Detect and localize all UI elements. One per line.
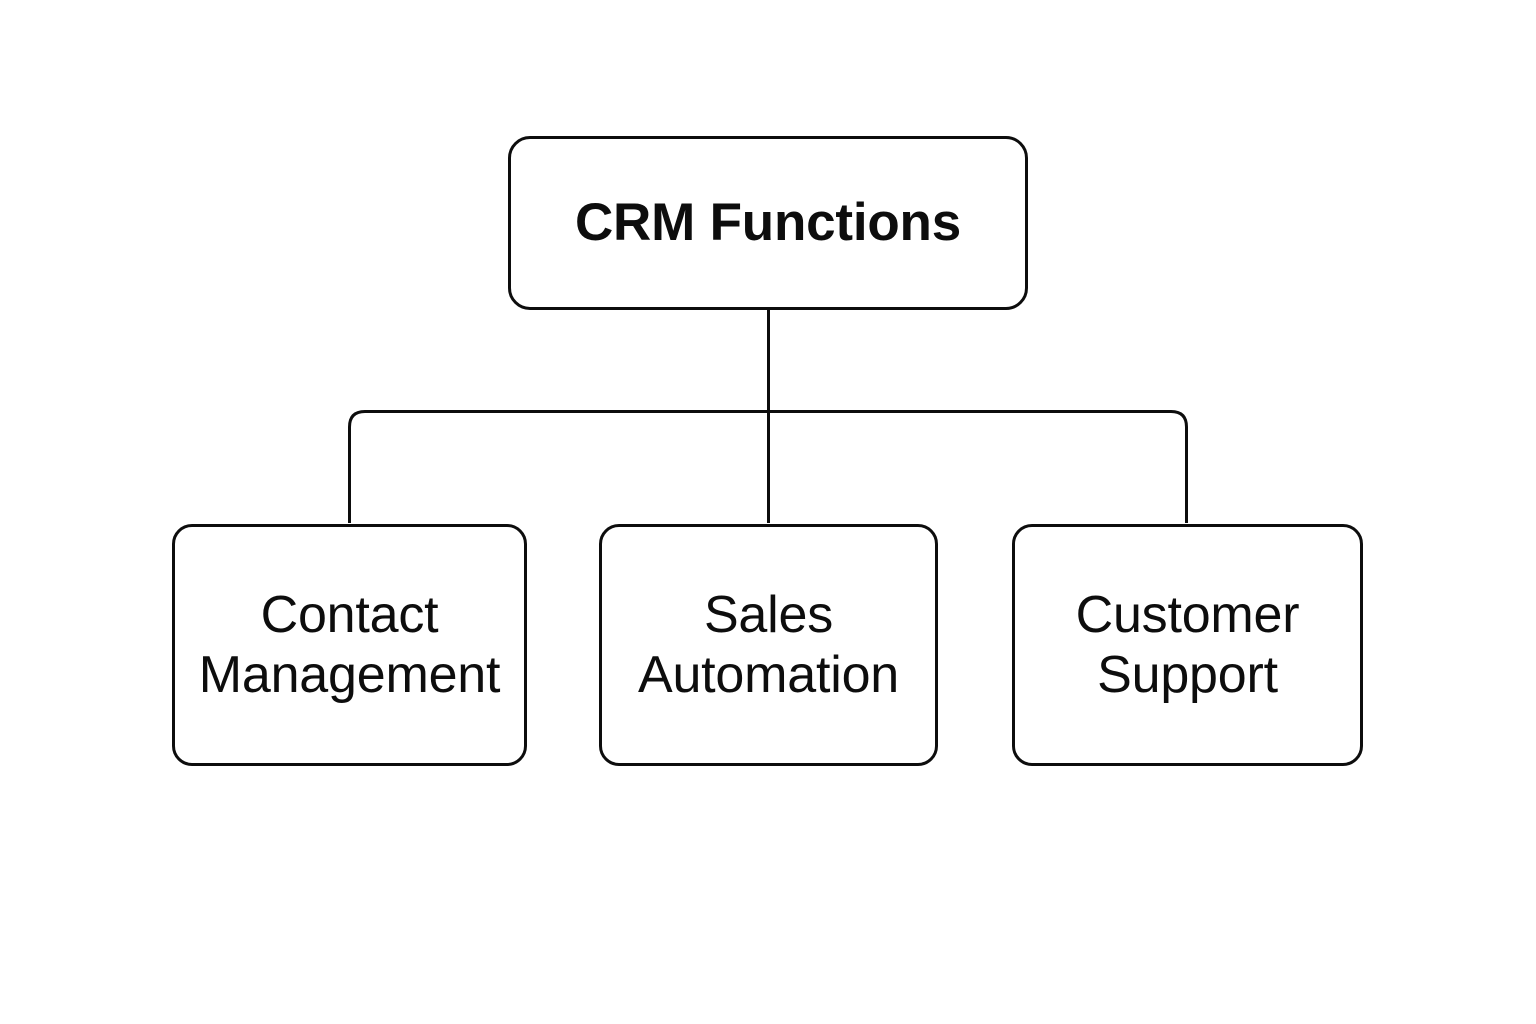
node-label-crm-functions: CRM Functions <box>574 193 962 253</box>
connector-bus <box>348 410 1188 523</box>
node-contact-management[interactable]: Contact Management <box>172 524 527 766</box>
node-sales-automation[interactable]: Sales Automation <box>599 524 938 766</box>
node-label-contact-management: Contact Management <box>198 585 501 704</box>
node-label-sales-automation: Sales Automation <box>637 585 900 704</box>
node-crm-functions[interactable]: CRM Functions <box>508 136 1028 310</box>
node-customer-support[interactable]: Customer Support <box>1012 524 1363 766</box>
node-label-customer-support: Customer Support <box>1075 585 1300 704</box>
